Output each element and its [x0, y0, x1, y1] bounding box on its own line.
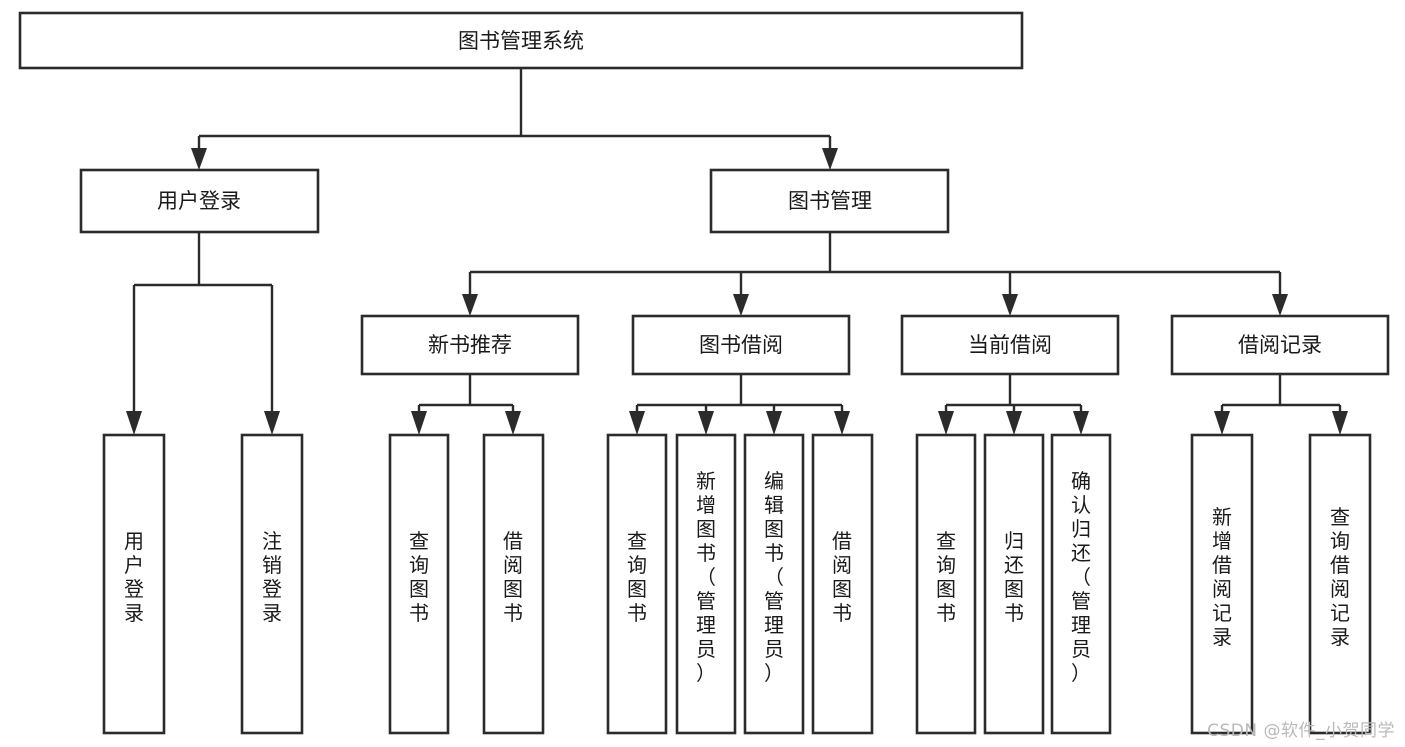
leaf-rec-query-record-label: 查询借阅记录 [1330, 505, 1350, 649]
arrow-head-leaf-user-login [126, 411, 142, 435]
arrow-head-current [1002, 294, 1018, 316]
arrow-head-user-login [191, 148, 207, 170]
leaf-rec-add-record-box[interactable] [1190, 433, 1254, 735]
arrow-head-nb-query [411, 411, 427, 435]
node-new-book-label: 新书推荐 [428, 333, 512, 357]
node-book-mgmt[interactable]: 图书管理 [709, 168, 950, 234]
node-book-mgmt-label: 图书管理 [788, 189, 872, 213]
leaf-rec-query-record[interactable]: 查询借阅记录 [1308, 433, 1372, 735]
arrow-head-cb-query [938, 411, 954, 435]
node-root-label: 图书管理系统 [458, 29, 584, 53]
node-root[interactable]: 图书管理系统 [18, 11, 1024, 70]
node-user-login-label: 用户登录 [157, 189, 241, 213]
node-new-book[interactable]: 新书推荐 [360, 314, 580, 376]
node-borrow[interactable]: 图书借阅 [631, 314, 851, 376]
leaf-rec-add-record-label: 新增借阅记录 [1212, 505, 1232, 649]
leaf-nb-borrow-book-label: 借阅图书 [503, 529, 523, 625]
leaf-cb-confirm-return[interactable]: 确认归还（管理员） [1050, 433, 1112, 735]
arrow-head-rec-add [1214, 411, 1230, 435]
leaf-bb-borrow-book[interactable]: 借阅图书 [811, 433, 874, 735]
leaf-bb-query-book-label: 查询图书 [627, 529, 647, 625]
arrow-head-bb-borrow [834, 411, 850, 435]
node-current-borrow[interactable]: 当前借阅 [900, 314, 1120, 376]
edge-group-new-book [411, 374, 521, 435]
node-new-book-box[interactable] [360, 314, 580, 376]
leaf-cb-query-book[interactable]: 查询图书 [915, 433, 977, 735]
edge-group-root [191, 68, 838, 170]
node-book-mgmt-box[interactable] [709, 168, 950, 234]
node-user-login[interactable]: 用户登录 [79, 168, 320, 234]
arrow-head-cb-confirm [1073, 411, 1089, 435]
leaf-cb-confirm-return-box[interactable] [1050, 433, 1112, 735]
leaf-cb-query-book-label: 查询图书 [936, 529, 956, 625]
node-borrow-record-label: 借阅记录 [1238, 333, 1322, 357]
node-borrow-box[interactable] [631, 314, 851, 376]
arrow-head-bb-edit [766, 411, 782, 435]
leaf-cb-return-book-label: 归还图书 [1004, 529, 1024, 625]
node-user-login-box[interactable] [79, 168, 320, 234]
leaf-rec-query-record-box[interactable] [1308, 433, 1372, 735]
node-borrow-label: 图书借阅 [699, 333, 783, 357]
leaf-user-logout-label: 注销登录 [262, 529, 282, 625]
leaf-user-logout[interactable]: 注销登录 [240, 433, 304, 735]
arrow-head-leaf-user-logout [264, 411, 280, 435]
arrow-head-cb-return [1006, 411, 1022, 435]
leaf-bb-edit-book-label: 编辑图书（管理员） [764, 469, 784, 685]
leaf-nb-query-book-box[interactable] [388, 433, 450, 735]
node-current-borrow-box[interactable] [900, 314, 1120, 376]
leaf-user-logout-box[interactable] [240, 433, 304, 735]
leaf-bb-add-book[interactable]: 新增图书（管理员） [675, 433, 737, 735]
leaf-nb-borrow-book[interactable]: 借阅图书 [482, 433, 545, 735]
edge-group-current [938, 374, 1089, 435]
arrow-head-rec-query [1332, 411, 1348, 435]
leaf-bb-borrow-book-box[interactable] [811, 433, 874, 735]
leaf-cb-return-book-box[interactable] [983, 433, 1045, 735]
leaf-bb-add-book-box[interactable] [675, 433, 737, 735]
edge-group-record [1214, 374, 1348, 435]
leaf-user-login-box[interactable] [102, 433, 166, 735]
arrow-head-book-mgmt [822, 148, 838, 170]
edge-group-book-mgmt [462, 232, 1288, 316]
leaf-bb-borrow-book-label: 借阅图书 [832, 529, 852, 625]
leaf-bb-edit-book-box[interactable] [743, 433, 805, 735]
leaf-bb-query-book[interactable]: 查询图书 [606, 433, 668, 735]
leaf-bb-add-book-label: 新增图书（管理员） [696, 469, 716, 685]
node-borrow-record-box[interactable] [1170, 314, 1390, 376]
edge-group-user-login [126, 232, 280, 435]
leaf-cb-confirm-return-label: 确认归还（管理员） [1071, 469, 1091, 685]
edge-group-borrow [629, 374, 850, 435]
leaf-cb-query-book-box[interactable] [915, 433, 977, 735]
arrow-head-record [1272, 294, 1288, 316]
arrow-head-bb-query [629, 411, 645, 435]
leaf-user-login[interactable]: 用户登录 [102, 433, 166, 735]
arrow-head-borrow [733, 294, 749, 316]
leaf-nb-borrow-book-box[interactable] [482, 433, 545, 735]
leaf-user-login-label: 用户登录 [124, 529, 144, 625]
leaf-bb-query-book-box[interactable] [606, 433, 668, 735]
node-borrow-record[interactable]: 借阅记录 [1170, 314, 1390, 376]
leaf-rec-add-record[interactable]: 新增借阅记录 [1190, 433, 1254, 735]
arrow-head-nb-borrow [505, 411, 521, 435]
arrow-head-new-book [462, 294, 478, 316]
node-current-borrow-label: 当前借阅 [968, 333, 1052, 357]
leaf-cb-return-book[interactable]: 归还图书 [983, 433, 1045, 735]
arrow-head-bb-add [698, 411, 714, 435]
leaf-bb-edit-book[interactable]: 编辑图书（管理员） [743, 433, 805, 735]
leaf-nb-query-book-label: 查询图书 [409, 529, 429, 625]
node-root-box[interactable] [18, 11, 1024, 70]
leaf-nb-query-book[interactable]: 查询图书 [388, 433, 450, 735]
